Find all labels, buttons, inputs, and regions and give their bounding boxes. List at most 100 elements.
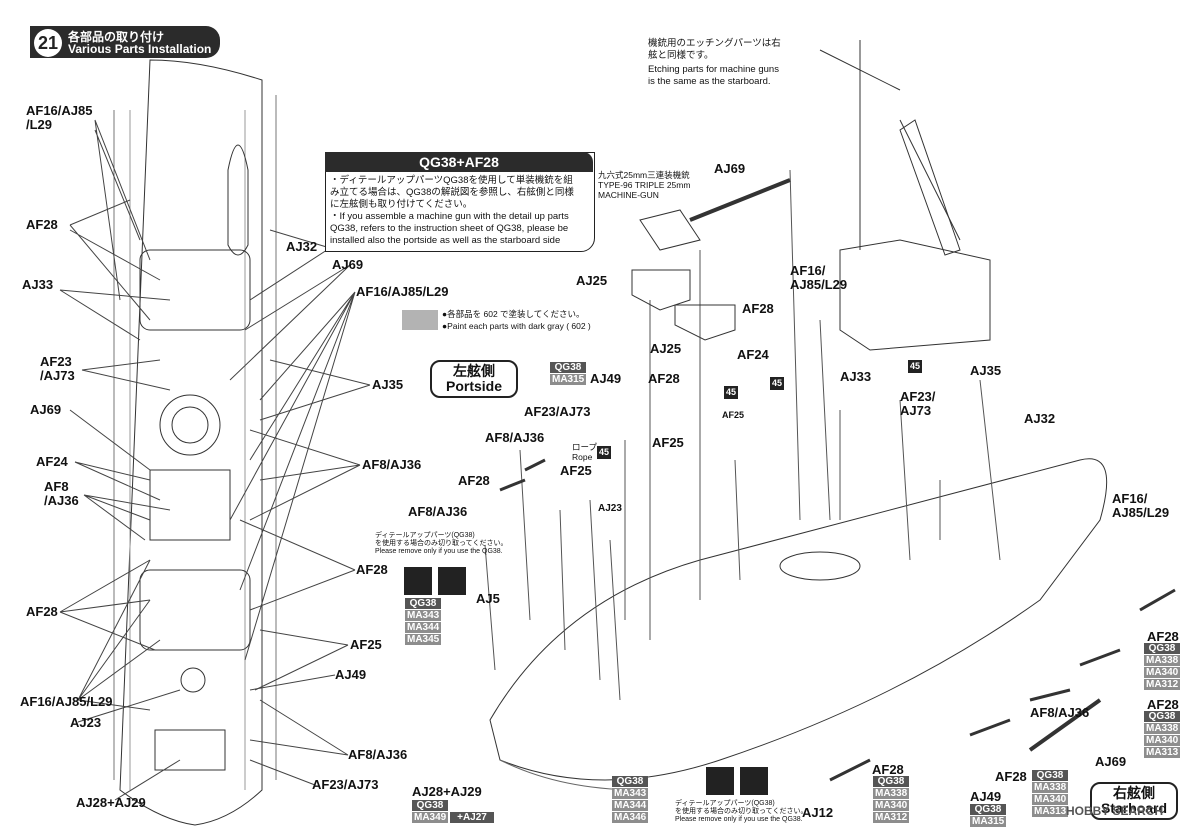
stack-item: MA315 [550, 374, 586, 385]
stack-item: MA313 [1144, 747, 1180, 758]
starboard-en: Starboard [1100, 800, 1168, 816]
stack-item: MA343 [405, 610, 441, 621]
parts-stack: QG38 MA343 MA344 MA346 [612, 776, 648, 824]
stack-item: MA338 [1032, 782, 1068, 793]
label-af25: AF25 [350, 637, 382, 652]
label-af23-aj73: AF23/AJ73 [524, 404, 591, 419]
starboard-jp: 右舷側 [1113, 785, 1155, 801]
label-af28: AF28 [1147, 629, 1179, 644]
qg-remove-note-bottom-jp-1: ディテールアップパーツ(QG38) [675, 800, 775, 807]
stack-item: MA338 [1144, 655, 1180, 666]
qg-remove-note-bottom-jp-2: を使用する場合のみ切り取ってください。 [675, 808, 808, 815]
stack-item: MA340 [1144, 667, 1180, 678]
qg38-line-1: ・ディテールアップパーツQG38を使用して単装機銃を組 [330, 175, 573, 186]
label-aj32: AJ32 [286, 239, 318, 254]
label-af25: AF25 [722, 410, 745, 420]
label-af25: AF25 [560, 463, 592, 478]
cut-icon [438, 567, 466, 595]
stack-item: QG38 [1144, 643, 1180, 654]
stack-item: MA338 [873, 788, 909, 799]
label-aj25: AJ25 [650, 341, 682, 356]
label-af23-aj73: AF23/AJ73 [312, 777, 379, 792]
stack-item: MA312 [1144, 679, 1180, 690]
label-aj69: AJ69 [332, 257, 364, 272]
etching-icon [706, 767, 734, 795]
label-aj25: AJ25 [576, 273, 608, 288]
step-title-jp: 各部品の取り付け [68, 30, 165, 44]
qg-remove-note-left-jp-1: ディテールアップパーツ(QG38) [375, 532, 475, 539]
cut-icon [740, 767, 768, 795]
label-af8-aj36: AF8/AJ36 [348, 747, 408, 762]
paint-45-badge: 45 [724, 386, 738, 399]
stack-item: MA313 [1032, 806, 1068, 817]
etching-note-jp-1: 機銃用のエッチングパーツは右 [648, 38, 781, 49]
superstructure [839, 239, 991, 351]
qg38-line-5: QG38, refers to the instruction sheet of… [330, 223, 569, 234]
paint-45-badge: 45 [908, 360, 922, 373]
triple-gun-note-jp: 九六式25mm三連装機銃 [598, 170, 690, 180]
stack-item: QG38 [873, 776, 909, 787]
label-aj12: AJ12 [802, 805, 834, 820]
stack-item: QG38 [550, 362, 586, 373]
label-aj33: AJ33 [840, 369, 872, 384]
label-af28: AF28 [1147, 697, 1179, 712]
hull-top-view [119, 59, 263, 826]
stack-item: MA338 [1144, 723, 1180, 734]
label-af23-aj73: AF23/ AJ73 [900, 389, 936, 418]
stack-item: QG38 [405, 598, 441, 609]
label-af8-aj36: AF8/AJ36 [1030, 705, 1090, 720]
portside-tag: 左舷側 Portside [430, 360, 518, 398]
paint-swatch [402, 310, 438, 330]
parts-stack: +AJ27 [450, 812, 494, 824]
label-af16-aj85-l29: AF16/AJ85/L29 [20, 694, 113, 709]
etching-note-jp-2: 舷と同様です。 [648, 50, 714, 61]
label-af8-aj36: AF8/AJ36 [362, 457, 422, 472]
stack-item: MA346 [612, 812, 648, 823]
parts-stack: QG38 MA338 MA340 MA313 [1032, 770, 1068, 818]
label-aj35: AJ35 [372, 377, 404, 392]
label-aj5: AJ5 [476, 591, 500, 606]
qg-remove-note-left-jp-2: を使用する場合のみ切り取ってください。 [375, 540, 508, 547]
label-af25: AF25 [652, 435, 684, 450]
label-af28: AF28 [26, 217, 58, 232]
label-af24: AF24 [737, 347, 769, 362]
triple-gun-note-en-2: MACHINE-GUN [598, 190, 659, 200]
watermark: HOBBY SEARCH [1066, 804, 1164, 818]
rope-note-jp: ロープ [572, 442, 597, 452]
qg38-line-2: み立てる場合は、QG38の解説図を参照し、右舷側と同様 [330, 187, 574, 198]
stack-item: MA345 [405, 634, 441, 645]
hull-3d-view [489, 458, 1108, 781]
parts-stack: QG38 MA315 [970, 804, 1006, 828]
rope-note-en: Rope [572, 452, 593, 462]
etching-note-en-2: is the same as the starboard. [648, 76, 771, 87]
parts-stack: QG38 MA349 [412, 800, 448, 824]
qg-remove-note-left-en: Please remove only if you use the QG38. [375, 548, 503, 555]
label-af28: AF28 [356, 562, 388, 577]
parts-stack: QG38 MA338 MA340 MA312 [873, 776, 909, 824]
label-af16-aj85-l29: AF16/ AJ85/L29 [1112, 491, 1170, 520]
stack-item: QG38 [1032, 770, 1068, 781]
label-aj23: AJ23 [598, 503, 622, 514]
stack-item: MA340 [873, 800, 909, 811]
triple-gun-note-en-1: TYPE-96 TRIPLE 25mm [598, 180, 691, 190]
paint-45-badge: 45 [597, 446, 611, 459]
qg38-line-6: installed also the portside as well as t… [330, 235, 561, 246]
qg38-line-4: ・If you assemble a machine gun with the … [330, 211, 569, 222]
label-af28: AF28 [26, 604, 58, 619]
parts-stack: QG38 MA343 MA344 MA345 [405, 598, 441, 646]
label-aj32: AJ32 [1024, 411, 1056, 426]
label-aj28-aj29: AJ28+AJ29 [76, 795, 146, 810]
label-af8-aj36: AF8 /AJ36 [44, 479, 79, 508]
stack-item: MA344 [612, 800, 648, 811]
label-aj49: AJ49 [335, 667, 367, 682]
label-aj49: AJ49 [970, 789, 1002, 804]
label-aj35: AJ35 [970, 363, 1002, 378]
label-af28: AF28 [742, 301, 774, 316]
label-af8-aj36: AF8/AJ36 [485, 430, 545, 445]
paint-note-jp: ●各部品を 602 で塗装してください。 [442, 309, 585, 319]
label-af28: AF28 [872, 762, 904, 777]
label-af16-aj85-l29: AF16/AJ85/L29 [356, 284, 449, 299]
portside-jp: 左舷側 [453, 363, 495, 379]
qg38-box-title: QG38+AF28 [325, 152, 593, 172]
